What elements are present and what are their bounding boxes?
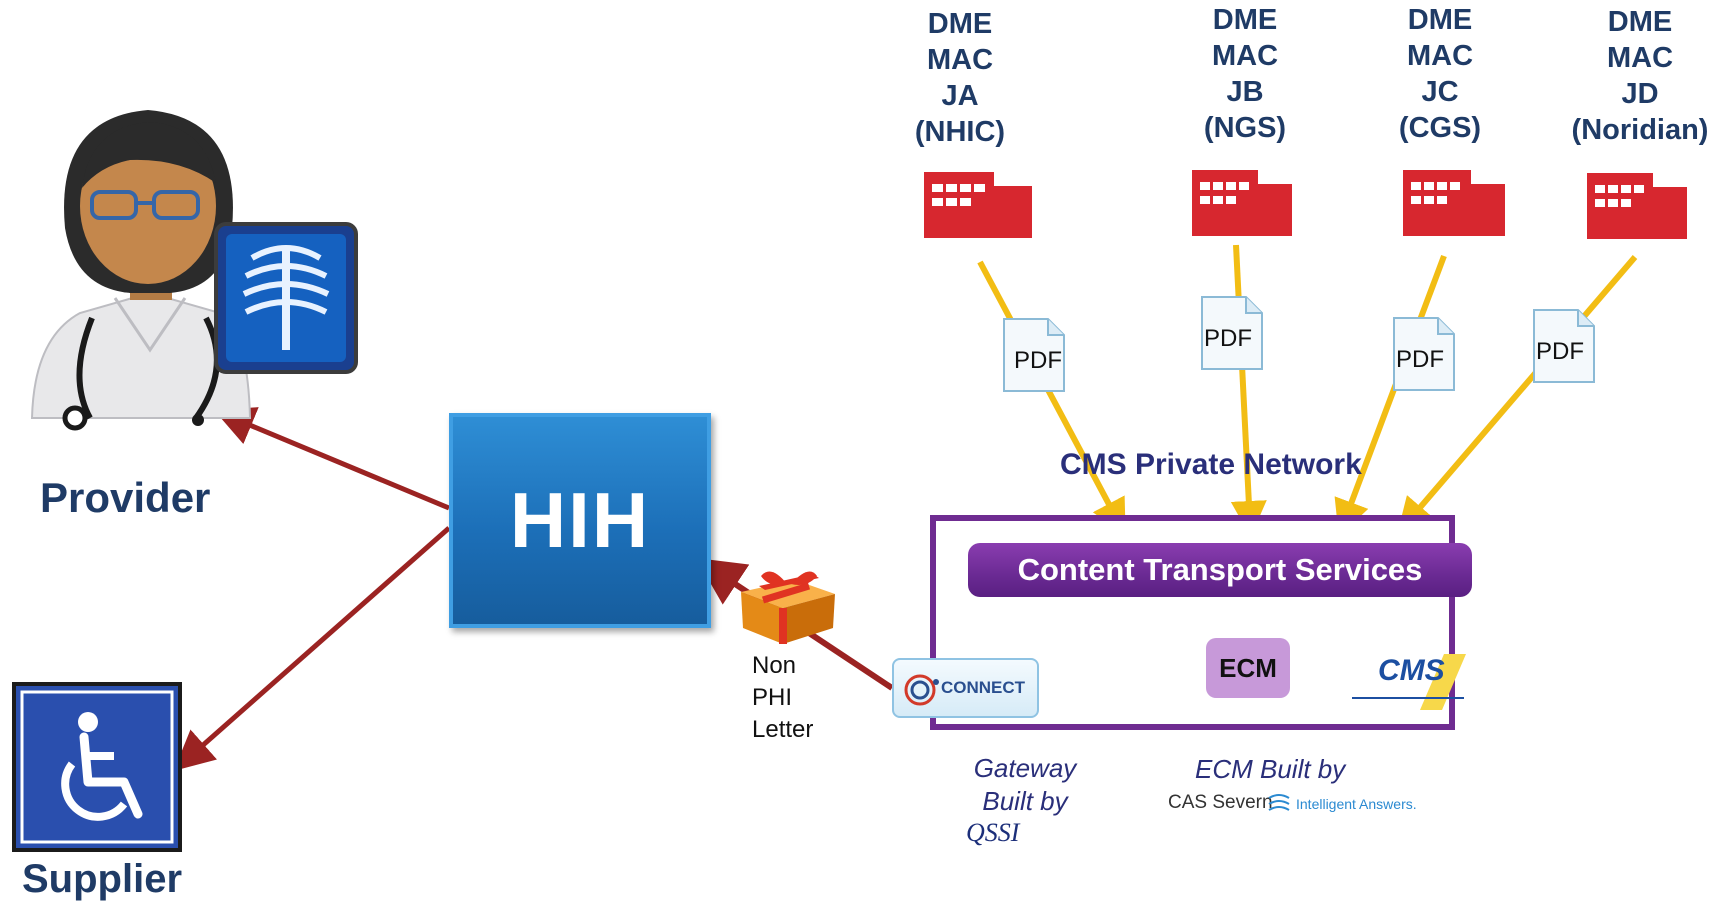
gift-box-icon [741, 571, 835, 644]
mac-jd-label-text: DME MAC JD (Noridian) [1571, 6, 1709, 146]
cas-severn-tagline: Intelligent Answers. [1296, 796, 1417, 812]
pdf-jc-icon: PDF [1392, 316, 1456, 392]
cms-logo-icon [1352, 654, 1466, 710]
pdf-jb-label: PDF [1204, 325, 1252, 352]
pdf-ja-icon: PDF [1002, 317, 1066, 393]
line-jb-to-cts [1230, 244, 1267, 537]
mac-jd-label: DME MAC JD (Noridian) [1560, 4, 1720, 148]
supplier-label: Supplier [22, 857, 183, 901]
provider-label: Provider [40, 474, 211, 521]
non-phi-letter-label: Non PHI Letter [752, 652, 814, 743]
pdf-jb-icon: PDF [1200, 295, 1264, 371]
hih-node: HIH [449, 413, 711, 628]
mac-ja-label-text: DME MAC JA (NHIC) [914, 8, 1006, 148]
line-ja-to-cts [977, 260, 1126, 536]
content-transport-services-label: Content Transport Services [1017, 552, 1423, 587]
mac-ja-label: DME MAC JA (NHIC) [895, 6, 1025, 150]
ecm-label: ECM [1219, 652, 1277, 683]
pdf-jd-label: PDF [1536, 338, 1584, 365]
doctor-icon [30, 110, 358, 431]
mac-jb-label: DME MAC JB (NGS) [1180, 2, 1310, 146]
content-transport-services: Content Transport Services [968, 543, 1472, 597]
mac-jb-building-icon [1192, 170, 1292, 236]
cas-severn-wave-icon [1268, 794, 1290, 811]
connect-gateway: CONNECT [892, 658, 1039, 718]
cas-severn-logo: CAS Severn [1168, 792, 1273, 813]
mac-jb-label-text: DME MAC JB (NGS) [1203, 4, 1287, 144]
cms-private-network-label: CMS Private Network [1060, 448, 1362, 481]
mac-jc-label: DME MAC JC (CGS) [1375, 2, 1505, 146]
ecm-node: ECM [1206, 638, 1290, 698]
connect-label: CONNECT [940, 678, 1025, 697]
pdf-jd-icon: PDF [1532, 308, 1596, 384]
mac-jc-label-text: DME MAC JC (CGS) [1398, 4, 1482, 144]
wheelchair-icon [12, 682, 182, 852]
ecm-credit: ECM Built by [1195, 754, 1346, 784]
arrow-hih-to-supplier [173, 526, 451, 771]
mac-ja-building-icon [924, 172, 1032, 238]
pdf-jc-label: PDF [1396, 346, 1444, 373]
gateway-credit: Gateway Built by [973, 753, 1077, 816]
arrow-hih-to-provider [214, 407, 450, 511]
qssi-logo: QSSI [966, 818, 1020, 847]
mac-jc-building-icon [1403, 170, 1505, 236]
line-jd-to-cts [1397, 255, 1638, 535]
mac-jd-building-icon [1587, 173, 1687, 239]
pdf-ja-label: PDF [1014, 347, 1062, 374]
connect-logo-icon [904, 674, 939, 706]
cms-logo-label: CMS [1378, 654, 1445, 687]
hih-label: HIH [509, 476, 651, 564]
